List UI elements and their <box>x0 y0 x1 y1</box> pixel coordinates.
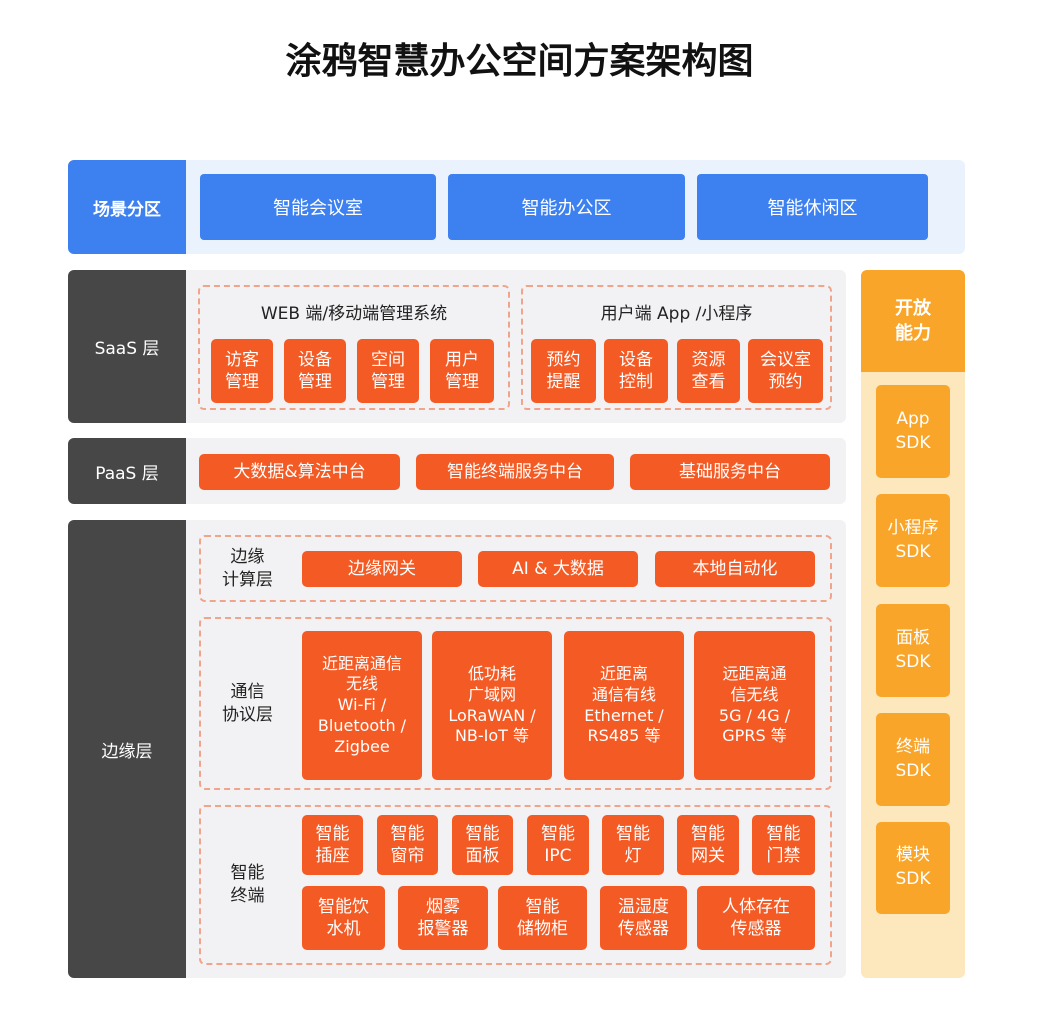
scene-item: 智能办公区 <box>448 174 685 240</box>
edge-computing-item: 本地自动化 <box>655 551 815 587</box>
scene-item: 智能休闲区 <box>697 174 928 240</box>
terminal-group <box>199 805 832 965</box>
sdk-item: 模块 SDK <box>876 822 950 914</box>
terminal-item: 智能饮 水机 <box>302 886 385 950</box>
saas-item: 资源 查看 <box>677 339 740 403</box>
comm-item: 近距离 通信有线 Ethernet / RS485 等 <box>564 631 684 780</box>
page-title: 涂鸦智慧办公空间方案架构图 <box>285 41 754 82</box>
saas-item: 用户 管理 <box>430 339 494 403</box>
terminal-item: 温湿度 传感器 <box>600 886 687 950</box>
terminal-item: 人体存在 传感器 <box>697 886 815 950</box>
saas-item: 设备 控制 <box>604 339 668 403</box>
saas-item: 会议室 预约 <box>748 339 823 403</box>
sdk-item: 小程序 SDK <box>876 494 950 587</box>
saas-item: 设备 管理 <box>284 339 346 403</box>
terminal-item: 智能 储物柜 <box>498 886 587 950</box>
edge-computing-label: 边缘 计算层 <box>222 546 273 590</box>
paas-item: 基础服务中台 <box>630 454 830 490</box>
terminal-label: 智能 终端 <box>230 863 265 906</box>
saas-item: 预约 提醒 <box>531 339 596 403</box>
sdk-item: 面板 SDK <box>876 604 950 697</box>
comm-item: 近距离通信 无线 Wi-Fi / Bluetooth / Zigbee <box>302 631 422 780</box>
edge-computing-item: AI & 大数据 <box>478 551 638 587</box>
saas-item: 空间 管理 <box>357 339 419 403</box>
saas-group-title: WEB 端/移动端管理系统 <box>260 303 448 324</box>
comm-group <box>199 617 832 790</box>
scene-item: 智能会议室 <box>200 174 436 240</box>
terminal-item: 智能 网关 <box>677 815 739 875</box>
edge-computing-group <box>199 535 832 602</box>
paas-item: 智能终端服务中台 <box>416 454 614 490</box>
terminal-item: 智能 灯 <box>602 815 664 875</box>
terminal-item: 智能 门禁 <box>752 815 815 875</box>
open-label: 开放 能力 <box>861 270 965 372</box>
saas-group-web <box>198 285 510 410</box>
saas-label: SaaS 层 <box>68 270 186 423</box>
edge-label: 边缘层 <box>68 520 186 978</box>
terminal-item: 智能 插座 <box>302 815 363 875</box>
terminal-item: 智能 面板 <box>452 815 513 875</box>
saas-group-title: 用户端 App /小程序 <box>600 303 753 324</box>
comm-item: 远距离通 信无线 5G / 4G / GPRS 等 <box>694 631 815 780</box>
terminal-item: 智能 IPC <box>527 815 589 875</box>
saas-group-app <box>521 285 832 410</box>
terminal-item: 烟雾 报警器 <box>398 886 488 950</box>
comm-item: 低功耗 广域网 LoRaWAN / NB-IoT 等 <box>432 631 552 780</box>
edge-computing-item: 边缘网关 <box>302 551 462 587</box>
paas-label: PaaS 层 <box>68 438 186 504</box>
scene-label: 场景分区 <box>68 160 186 254</box>
sdk-item: 终端 SDK <box>876 713 950 806</box>
comm-label: 通信 协议层 <box>222 681 273 725</box>
sdk-item: App SDK <box>876 385 950 478</box>
terminal-item: 智能 窗帘 <box>377 815 438 875</box>
paas-item: 大数据&算法中台 <box>199 454 400 490</box>
saas-item: 访客 管理 <box>211 339 273 403</box>
